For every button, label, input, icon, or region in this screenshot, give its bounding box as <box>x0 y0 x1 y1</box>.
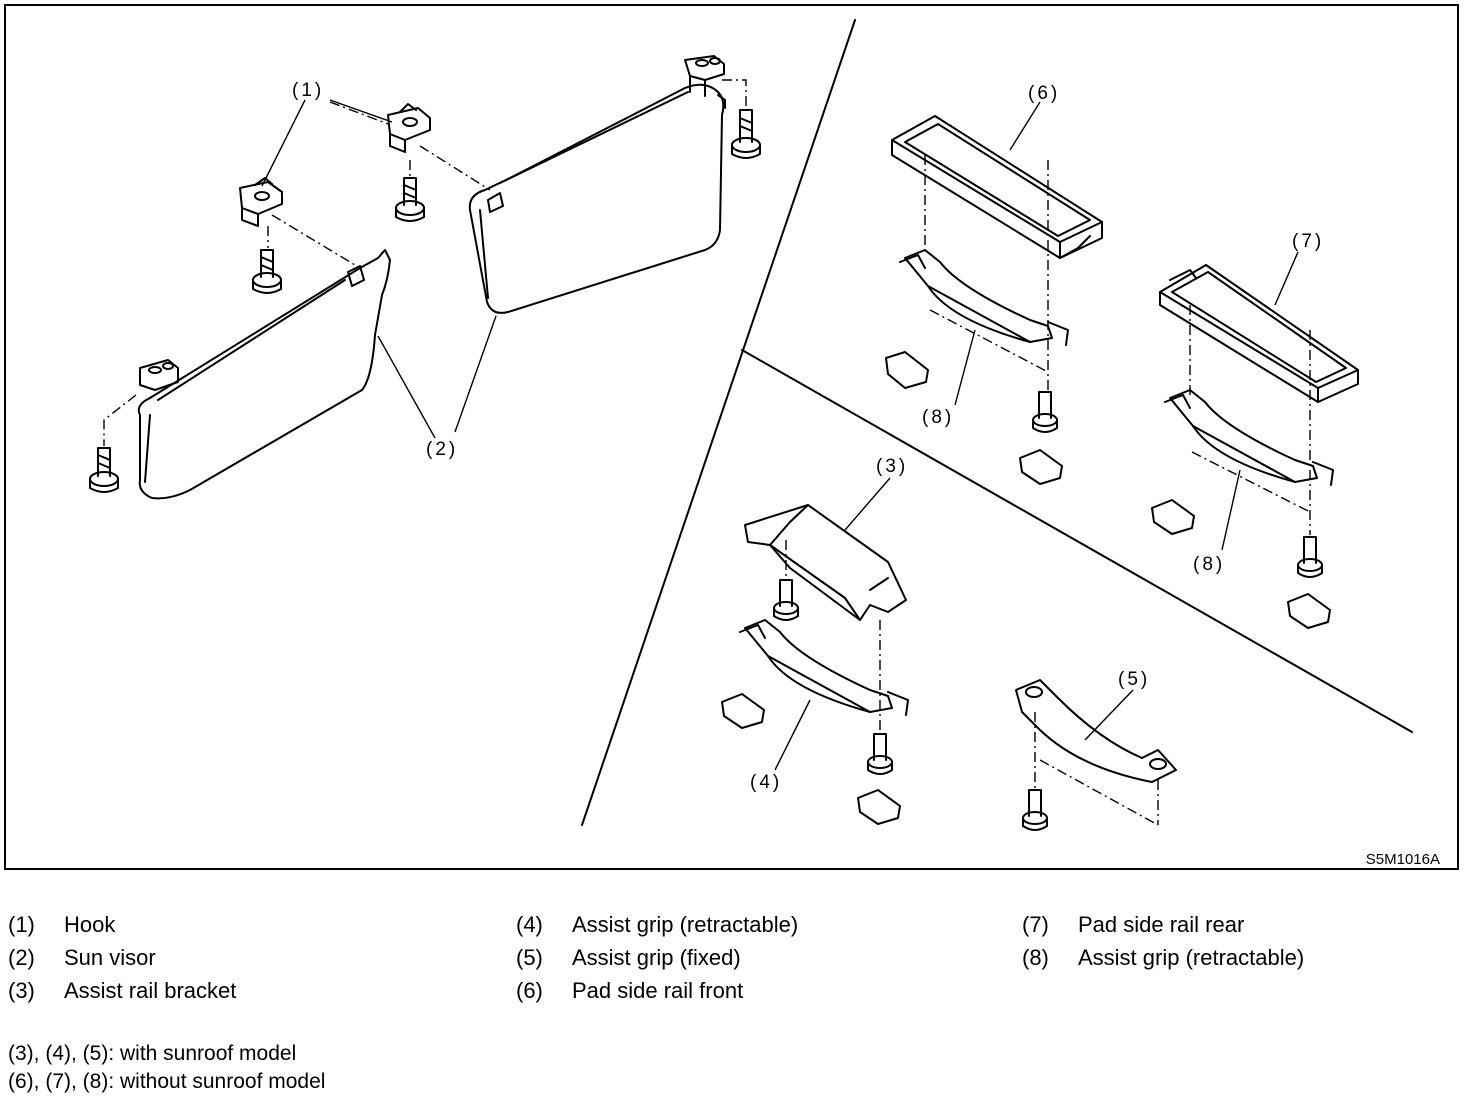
callout-8-upper: (8) <box>922 407 954 428</box>
callout-5: (5) <box>1118 669 1150 690</box>
cap-1 <box>885 351 929 389</box>
callout-1: (1) <box>292 80 324 101</box>
legend-num: (7) <box>1022 912 1049 937</box>
legend-name: Assist grip (retractable) <box>1078 945 1305 970</box>
screw-rail-rear <box>1297 536 1323 578</box>
cap-5 <box>721 693 765 729</box>
legend-num: (5) <box>516 945 543 970</box>
sun-visor-right <box>468 55 726 314</box>
pad-side-rail-front <box>891 115 1103 259</box>
screw-grip-sunroof <box>867 733 893 775</box>
hook-right <box>387 103 431 153</box>
note-sunroof: (3), (4), (5): with sunroof model <box>8 1042 297 1065</box>
sun-visor-left <box>137 249 391 500</box>
screw-hook-left <box>252 249 282 294</box>
legend-num: (6) <box>516 978 543 1003</box>
pad-side-rail-rear <box>1159 264 1359 403</box>
leader-lines <box>261 99 1299 771</box>
cap-3 <box>1151 499 1195 535</box>
alignment-lines <box>103 79 1311 826</box>
screw-grip-fixed <box>1022 789 1048 831</box>
assist-grip-retractable-lower <box>1164 389 1334 486</box>
assist-rail-bracket <box>744 504 907 621</box>
screw-rail-front <box>1032 391 1058 433</box>
legend-num: (2) <box>8 945 35 970</box>
divider-line-right <box>741 349 1413 733</box>
legend-name: Assist grip (retractable) <box>572 912 799 937</box>
screw-visor-right <box>731 109 761 159</box>
legend-num: (8) <box>1022 945 1049 970</box>
callout-4: (4) <box>750 772 782 793</box>
assist-grip-retractable-sunroof <box>739 619 909 716</box>
screw-visor-left <box>89 447 119 493</box>
screw-bracket <box>773 579 799 621</box>
cap-4 <box>1287 593 1331 629</box>
legend-name: Assist rail bracket <box>64 978 237 1003</box>
legend-name: Pad side rail rear <box>1078 912 1245 937</box>
legend-name: Pad side rail front <box>572 978 744 1003</box>
callout-3: (3) <box>876 456 908 477</box>
cap-2 <box>1019 449 1063 485</box>
legend-name: Hook <box>64 912 116 937</box>
parts-diagram: (1) (2) (3) (4) (5) (6) (7) (8) (8) S5M1… <box>89 19 1440 868</box>
callout-7: (7) <box>1292 231 1324 252</box>
legend-name: Sun visor <box>64 945 156 970</box>
divider-line-diagonal <box>581 19 856 826</box>
assist-grip-retractable-upper <box>899 249 1069 346</box>
legend-num: (3) <box>8 978 35 1003</box>
cap-6 <box>857 789 901 825</box>
figure-id: S5M1016A <box>1366 851 1440 868</box>
hook-left <box>239 177 283 227</box>
callout-8-lower: (8) <box>1193 554 1225 575</box>
diagram-frame <box>4 4 1459 870</box>
legend-name: Assist grip (fixed) <box>572 945 741 970</box>
note-no-sunroof: (6), (7), (8): without sunroof model <box>8 1070 326 1093</box>
legend-num: (1) <box>8 912 35 937</box>
callout-2: (2) <box>426 439 458 460</box>
assist-grip-fixed <box>1015 679 1177 783</box>
screw-hook-right <box>395 177 425 222</box>
legend-num: (4) <box>516 912 543 937</box>
callout-6: (6) <box>1028 83 1060 104</box>
